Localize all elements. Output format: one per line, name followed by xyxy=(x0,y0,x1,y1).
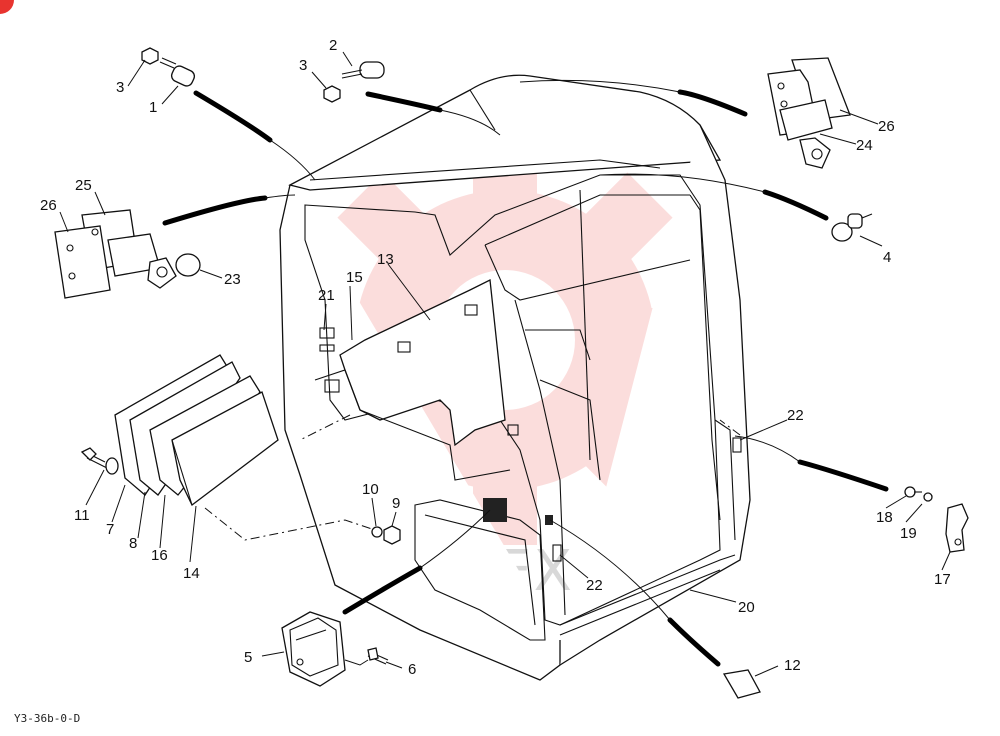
part-19-washer xyxy=(923,492,933,502)
callout-16: 16 xyxy=(151,547,168,564)
callout-leaders xyxy=(59,51,951,677)
callout-11: 11 xyxy=(74,507,90,524)
thin-leaders xyxy=(264,79,801,621)
diagram-code: Y3-36b-0-D xyxy=(14,712,80,725)
part-11-bolt xyxy=(80,447,119,475)
callout-4: 4 xyxy=(883,249,891,266)
callout-21: 21 xyxy=(318,287,335,304)
callout-24: 24 xyxy=(856,137,873,154)
callout-2: 2 xyxy=(329,37,337,54)
part-3-nut xyxy=(141,47,159,65)
callout-22-right: 22 xyxy=(787,407,804,424)
callout-12: 12 xyxy=(784,657,801,674)
callout-8: 8 xyxy=(129,535,137,552)
callout-3-left: 3 xyxy=(116,79,124,96)
callout-7: 7 xyxy=(106,521,114,538)
part-12-clip xyxy=(722,669,761,699)
cab-frame xyxy=(279,74,751,681)
callout-10: 10 xyxy=(362,481,379,498)
callout-19: 19 xyxy=(900,525,917,542)
callout-23: 23 xyxy=(224,271,241,288)
part-14-cover xyxy=(171,391,279,506)
part-1-cap xyxy=(159,57,196,87)
callout-22-bottom: 22 xyxy=(586,577,603,594)
callout-17: 17 xyxy=(934,571,951,588)
callout-1: 1 xyxy=(149,99,157,116)
callout-3-top: 3 xyxy=(299,57,307,74)
part-25-bracket xyxy=(54,209,177,299)
callout-18: 18 xyxy=(876,509,893,526)
callout-9: 9 xyxy=(392,495,400,512)
callout-labels: 1 2 3 3 4 5 6 7 8 9 10 11 12 13 14 15 16… xyxy=(40,37,951,678)
part-23-grommet xyxy=(175,253,201,277)
callout-6: 6 xyxy=(408,661,416,678)
callout-26-left: 26 xyxy=(40,197,57,214)
part-17-latch xyxy=(945,503,969,553)
callout-5: 5 xyxy=(244,649,252,666)
part-6-bolt xyxy=(344,647,389,666)
part-9-nut xyxy=(383,525,401,545)
part-18-screw xyxy=(904,486,922,498)
part-4-knob xyxy=(831,213,873,242)
callout-15: 15 xyxy=(346,269,363,286)
callout-13: 13 xyxy=(377,251,394,268)
callout-14: 14 xyxy=(183,565,200,582)
callout-26-right: 26 xyxy=(878,118,895,135)
assembly-lines xyxy=(204,414,741,541)
callout-20: 20 xyxy=(738,599,755,616)
part-10-washer xyxy=(371,526,383,538)
callout-25: 25 xyxy=(75,177,92,194)
bold-leaders xyxy=(162,89,889,667)
corner-badge xyxy=(0,0,14,14)
part-2-bolt xyxy=(323,61,385,103)
part-5-bracket xyxy=(281,611,346,687)
part-24-bracket xyxy=(767,57,851,169)
